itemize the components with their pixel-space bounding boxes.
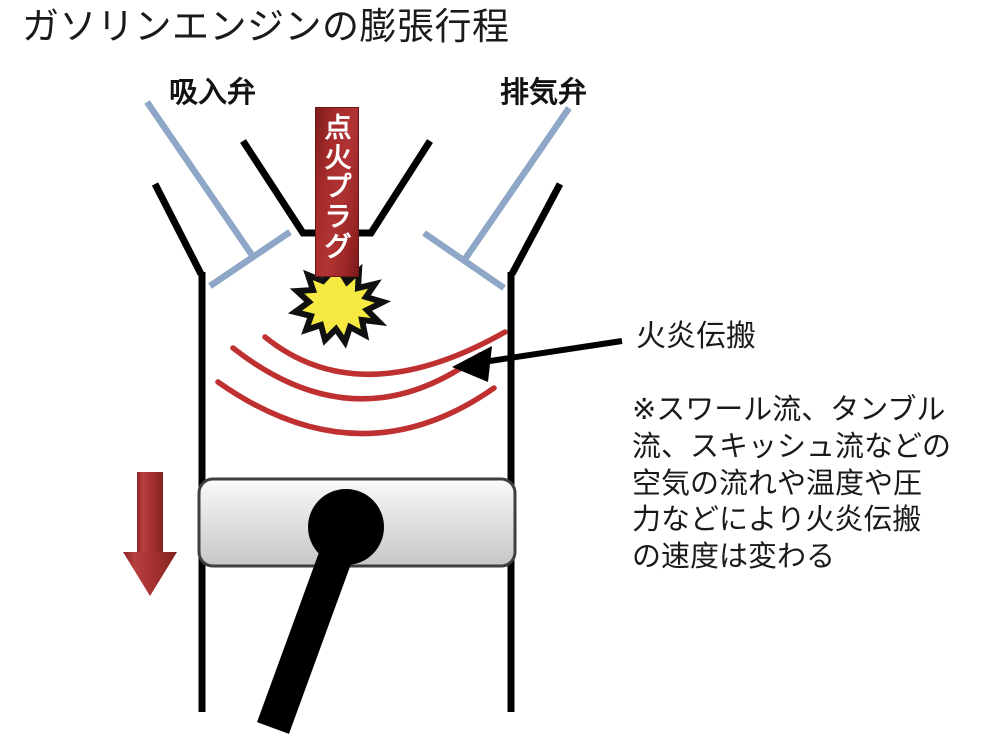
connecting-rod bbox=[257, 489, 384, 734]
spark-plug-char-5: グ bbox=[324, 231, 352, 262]
chamber-roof-right-outer bbox=[508, 182, 564, 276]
spark-plug-char-3: プ bbox=[324, 172, 352, 203]
intake-valve-head bbox=[208, 229, 292, 289]
spark-burst bbox=[287, 261, 392, 349]
spark-plug-body: 点 火 プ ラ グ bbox=[315, 107, 359, 277]
intake-valve-label: 吸入弁 bbox=[169, 77, 257, 109]
exhaust-valve-head bbox=[422, 230, 506, 291]
spark-plug-char-1: 点 bbox=[324, 113, 352, 143]
flame-callout-arrow bbox=[452, 338, 623, 382]
flame-front-group bbox=[215, 329, 508, 437]
wrist-pin bbox=[308, 489, 384, 565]
spark-burst-star bbox=[287, 261, 392, 349]
intake-valve bbox=[144, 100, 292, 289]
motion-arrow bbox=[123, 472, 177, 596]
intake-valve-stem bbox=[144, 100, 257, 260]
chamber-roof-left-inner bbox=[240, 139, 316, 237]
flame-front-arc-3 bbox=[215, 379, 497, 437]
flame-front-arc-2 bbox=[230, 345, 483, 402]
chamber-roof-left-outer bbox=[151, 182, 205, 276]
spark-plug-char-4: ラ bbox=[324, 202, 352, 233]
callout-arrow-head bbox=[452, 346, 492, 382]
motion-arrow-shaft bbox=[137, 472, 163, 558]
explanatory-note: ※スワール流、タンブル 流、スキッシュ流などの 空気の流れや温度や圧 力などによ… bbox=[632, 394, 952, 574]
flame-propagation-label: 火炎伝搬 bbox=[636, 320, 756, 353]
exhaust-valve-label: 排気弁 bbox=[500, 77, 588, 109]
exhaust-valve-stem bbox=[460, 106, 572, 264]
spark-plug-label-wrap: 点 火 プ ラ グ bbox=[316, 113, 360, 274]
chamber-roof-right-inner bbox=[358, 139, 433, 237]
callout-arrow-shaft bbox=[469, 338, 623, 367]
page-title: ガソリンエンジンの膨張行程 bbox=[22, 6, 510, 47]
spark-plug-char-2: 火 bbox=[324, 142, 352, 173]
exhaust-valve bbox=[422, 106, 572, 291]
motion-arrow-head bbox=[123, 552, 177, 596]
spark-plug-label: 点 火 プ ラ グ bbox=[324, 113, 352, 262]
flame-front-arc-1 bbox=[262, 329, 508, 378]
combustion-chamber-roof bbox=[151, 139, 564, 276]
